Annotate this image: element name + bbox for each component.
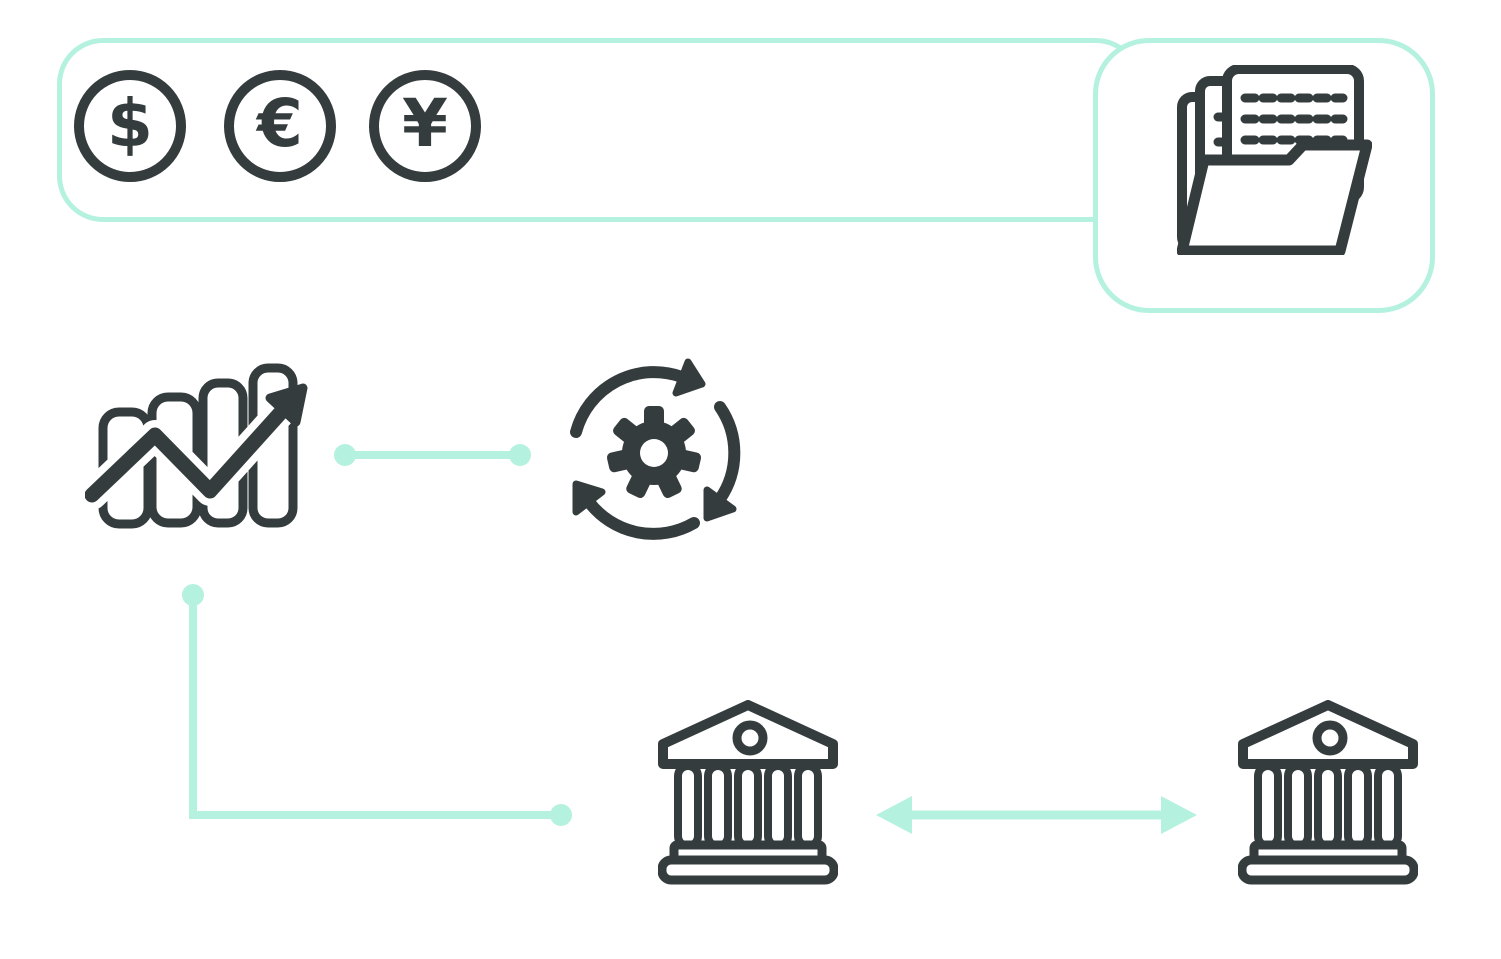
yen-symbol: ¥	[402, 85, 448, 162]
bar-chart-growth-arrow-icon	[85, 363, 308, 529]
document-archive-card	[1093, 38, 1435, 313]
euro-symbol: €	[257, 85, 303, 162]
currency-banner: $ € ¥	[57, 38, 1142, 222]
gear-sync-arrows-icon	[570, 358, 741, 540]
bank-building-icon	[658, 700, 838, 885]
connector-chart-to-gear	[334, 444, 531, 466]
dollar-symbol: $	[107, 85, 153, 162]
connector-chart-to-bank	[182, 584, 572, 826]
yen-coin-icon: ¥	[369, 70, 481, 182]
dollar-coin-icon: $	[74, 70, 186, 182]
euro-coin-icon: €	[224, 70, 336, 182]
open-folder-documents-icon	[1177, 65, 1372, 255]
double-arrow-bank-to-bank	[876, 796, 1197, 834]
bank-building-icon	[1238, 700, 1418, 885]
